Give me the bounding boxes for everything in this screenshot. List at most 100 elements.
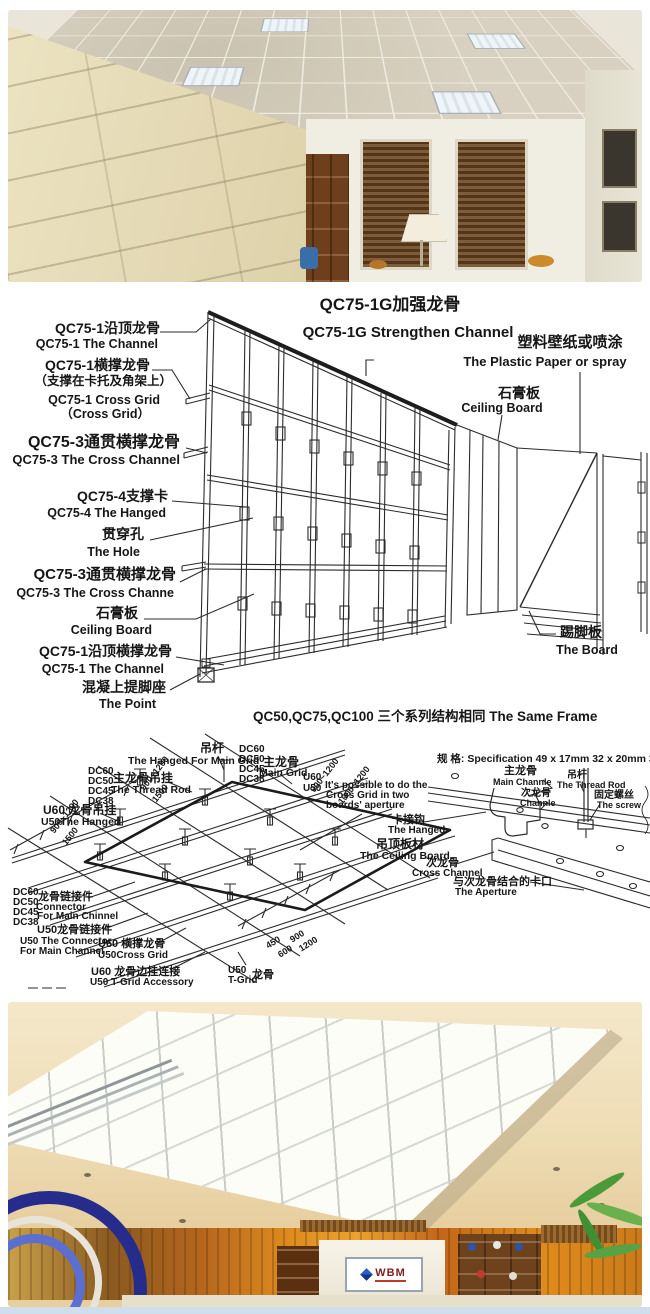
page-footer-strip xyxy=(0,1307,650,1314)
u-model: U50 xyxy=(303,783,322,794)
connector-dc-en2: For Main Chinnel xyxy=(37,911,119,922)
picture-frame xyxy=(602,201,638,253)
ceiling-board-cn: 吊顶板材 xyxy=(376,837,425,851)
aperture-note-3: boards' aperture xyxy=(326,800,405,811)
inset-sub-cn: 次龙骨 xyxy=(521,788,551,799)
display-plate xyxy=(467,1242,476,1251)
label-plastic-en: The Plastic Paper or spray xyxy=(463,354,627,369)
inset-sub-en: Channle xyxy=(520,798,556,808)
label-hole-en: The Hole xyxy=(87,545,140,559)
label-topchannel-en: QC75-1 The Channel xyxy=(41,662,164,676)
display-plate xyxy=(493,1241,501,1250)
wall-frame-diagram: QC75-1G加强龙骨 QC75-1G Strengthen Channel Q… xyxy=(0,282,650,730)
aperture-note-1: It's possible to do the xyxy=(325,780,428,791)
connector-u50-en1: U50 The Connector xyxy=(20,936,112,947)
aperture-cn: 与次龙骨结合的卡口 xyxy=(453,876,552,888)
light-blue-ring-decor xyxy=(8,1233,85,1307)
dc-model: DC45 xyxy=(13,907,39,918)
flowers xyxy=(369,260,388,270)
dc-model: DC50 xyxy=(239,754,265,765)
label-board-left-cn: 石膏板 xyxy=(96,605,138,621)
label-board-right-cn: 石膏板 xyxy=(498,385,540,401)
wood-soffit xyxy=(540,1224,617,1243)
ceiling-light xyxy=(259,18,310,33)
dc-model: DC60 xyxy=(13,887,39,898)
dc-model: DC45 xyxy=(239,764,265,775)
table-lamp xyxy=(401,214,448,242)
display-plate xyxy=(477,1270,486,1279)
ceiling-light xyxy=(431,91,502,115)
wbm-logo-icon xyxy=(360,1268,374,1282)
cross-channel-cn: 次龙骨 xyxy=(426,857,459,869)
inset-rod-en: The Thread Rod xyxy=(557,780,626,790)
series-note: QC50,QC75,QC100 三个系列结构相同 The Same Frame xyxy=(253,709,598,724)
u-hanged-cn: U60 龙骨吊挂 xyxy=(43,803,117,817)
lamp-stem xyxy=(420,239,424,266)
label-crossgrid-cn: QC75-1横撑龙骨 xyxy=(44,357,150,373)
label-topchannel-cn: QC75-1沿顶横撑龙骨 xyxy=(38,643,172,659)
label-hole-cn: 贯穿孔 xyxy=(102,526,144,542)
showroom-photo: WBM xyxy=(8,1002,642,1307)
spotlight xyxy=(84,1172,92,1177)
dc-model: DC50 xyxy=(88,776,114,787)
dc-model: DC60 xyxy=(239,744,265,755)
inset-rod-cn: 吊杆 xyxy=(567,770,587,781)
connector-u50-cn: U50龙骨链接件 xyxy=(37,924,113,936)
label-crossgrid-en2: （Cross Grid） xyxy=(60,407,150,421)
dc-model: DC38 xyxy=(239,774,265,785)
window-blinds xyxy=(454,139,528,271)
u-hanged-en: U50The Hanged xyxy=(41,816,121,828)
main-grid-cn: 主龙骨 xyxy=(263,755,300,769)
hanger-top-en: The Hanged For Main Grid xyxy=(128,755,260,767)
dc-model: DC38 xyxy=(88,796,114,807)
thread-rod-cn: 主龙骨吊挂 xyxy=(113,771,174,785)
dc-model: DC45 xyxy=(88,786,114,797)
main-grid-en: Main Grid xyxy=(259,767,308,779)
reception-counter xyxy=(122,1294,642,1307)
connector-dc-en1: Connector xyxy=(36,902,86,913)
office-interior-photo xyxy=(8,10,642,282)
company-sign: WBM xyxy=(345,1257,423,1293)
spotlight xyxy=(553,1166,561,1171)
cross-grid-en: U50Cross Grid xyxy=(98,950,169,961)
tgrid-acc-cn: U60 龙骨边挂连接 xyxy=(91,966,181,978)
label-crosschannel2-en: QC75-3 The Cross Channe xyxy=(16,586,174,600)
flowers xyxy=(527,254,554,267)
label-hanged-cn: QC75-4支撑卡 xyxy=(76,488,168,504)
tgrid-tgrid: T-Grid xyxy=(228,975,258,986)
connector-u50-en2: For Main Channel xyxy=(20,946,104,957)
inset-main-cn: 主龙骨 xyxy=(504,765,537,777)
tgrid-acc-en: U50 T-Grid Accessory xyxy=(90,977,194,988)
cross-grid-cn: U60 横撑龙骨 xyxy=(98,938,166,950)
right-wall xyxy=(584,69,642,282)
label-skirting-cn: 踢脚板 xyxy=(560,624,602,640)
label-crosschannel1-cn: QC75-3通贯横撑龙骨 xyxy=(27,434,180,451)
inset-main-en: Main Channle xyxy=(493,777,552,787)
diagram1-title-en: QC75-1G Strengthen Channel xyxy=(302,324,514,341)
label-channel-cn: QC75-1沿顶龙骨 xyxy=(54,320,160,336)
thread-rod-en: The Thread Rod xyxy=(111,784,191,796)
wood-soffit xyxy=(299,1220,427,1233)
wbm-logo-text: WBM xyxy=(375,1267,406,1282)
ceiling-light xyxy=(181,66,245,87)
label-plastic-cn: 塑料壁纸或喷涂 xyxy=(517,334,623,351)
inset-screw-cn: 固定螺丝 xyxy=(594,790,634,801)
wall-frame-linework xyxy=(144,310,648,691)
label-crossgrid-en: QC75-1 Cross Grid xyxy=(48,393,160,407)
ceiling-board-en: The Ceiling Board xyxy=(360,850,450,862)
dc-model: DC60 xyxy=(88,766,114,777)
tgrid-u50: U50 xyxy=(228,965,247,976)
ceiling-grid-diagram: 吊杆 The Hanged For Main Grid DC60 DC50 DC… xyxy=(0,730,650,1002)
picture-frame xyxy=(602,129,638,189)
label-board-right-en: Ceiling Board xyxy=(461,401,543,415)
label-crossgrid-cn2: （支撑在卡托及角架上） xyxy=(34,374,172,388)
clip-hook-cn: 卡接钩 xyxy=(392,814,425,826)
label-point-en: The Point xyxy=(99,697,156,711)
label-hanged-en: QC75-4 The Hanged xyxy=(47,506,166,520)
white-ring-decor xyxy=(8,1215,102,1307)
display-plate xyxy=(508,1271,517,1280)
label-crosschannel2-cn: QC75-3通贯横撑龙骨 xyxy=(33,566,176,583)
connector-dc-cn: 龙骨链接件 xyxy=(38,891,93,903)
cross-channel-en: Cross Channel xyxy=(412,868,483,879)
